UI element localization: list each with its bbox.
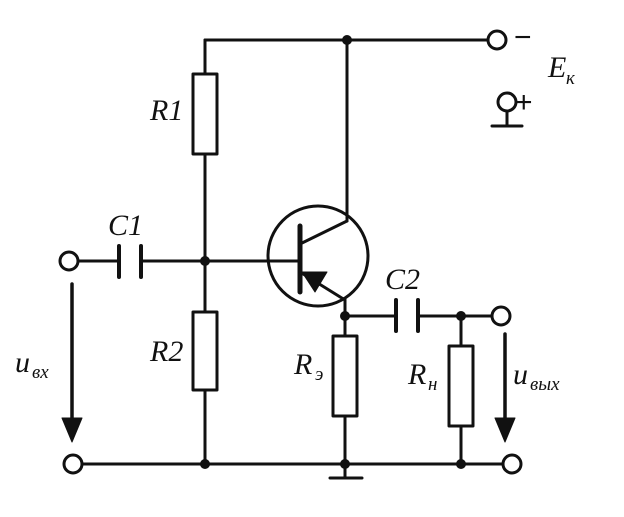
down-arrow-icon (494, 417, 516, 443)
resistor-r1 (191, 72, 219, 156)
transistor-collector-lead (298, 219, 349, 246)
input-terminal (58, 250, 80, 272)
junction-dot (200, 459, 210, 469)
label-plus-sign: + (515, 86, 533, 119)
label-c1: C1 (108, 209, 143, 242)
label-u-input: u (15, 346, 30, 379)
resistor-re (331, 334, 359, 418)
output-ground-terminal (501, 453, 523, 475)
label-minus-sign: − (514, 21, 532, 54)
terminals (58, 29, 523, 475)
supply-plus-terminal (496, 91, 518, 113)
junction-dot (340, 459, 350, 469)
junction-dot (340, 311, 350, 321)
output-terminal (490, 305, 512, 327)
capacitor-c2 (394, 298, 420, 333)
transistor-envelope (266, 204, 370, 308)
label-u-input-subscript: вх (32, 362, 49, 383)
emitter-arrow-icon (301, 271, 328, 293)
junction-dot (200, 256, 210, 266)
label-rn-subscript: н (428, 374, 437, 395)
label-c2: C2 (385, 263, 420, 296)
transistor-pnp (266, 204, 370, 308)
label-u-output-subscript: вых (530, 374, 560, 395)
supply-minus-terminal (486, 29, 508, 51)
wires (76, 38, 505, 480)
label-r2: R2 (149, 335, 183, 368)
capacitor-c1 (117, 244, 143, 279)
down-arrow-icon (61, 417, 83, 443)
label-u-output: u (513, 358, 528, 391)
junction-dot (456, 459, 466, 469)
label-re: R (293, 348, 312, 381)
label-rn: R (407, 358, 426, 391)
junction-dot (456, 311, 466, 321)
output-voltage-arrow (494, 332, 516, 443)
label-r1: R1 (149, 94, 183, 127)
label-ek: E (547, 51, 566, 84)
input-ground-terminal (62, 453, 84, 475)
junction-dot (342, 35, 352, 45)
label-re-subscript: э (315, 364, 323, 385)
label-ek-subscript: к (566, 68, 576, 89)
input-voltage-arrow (61, 282, 83, 443)
resistor-r2 (191, 310, 219, 392)
junction-dots (200, 35, 466, 469)
supply-plus-stem (490, 109, 524, 128)
resistor-rn (447, 344, 475, 428)
